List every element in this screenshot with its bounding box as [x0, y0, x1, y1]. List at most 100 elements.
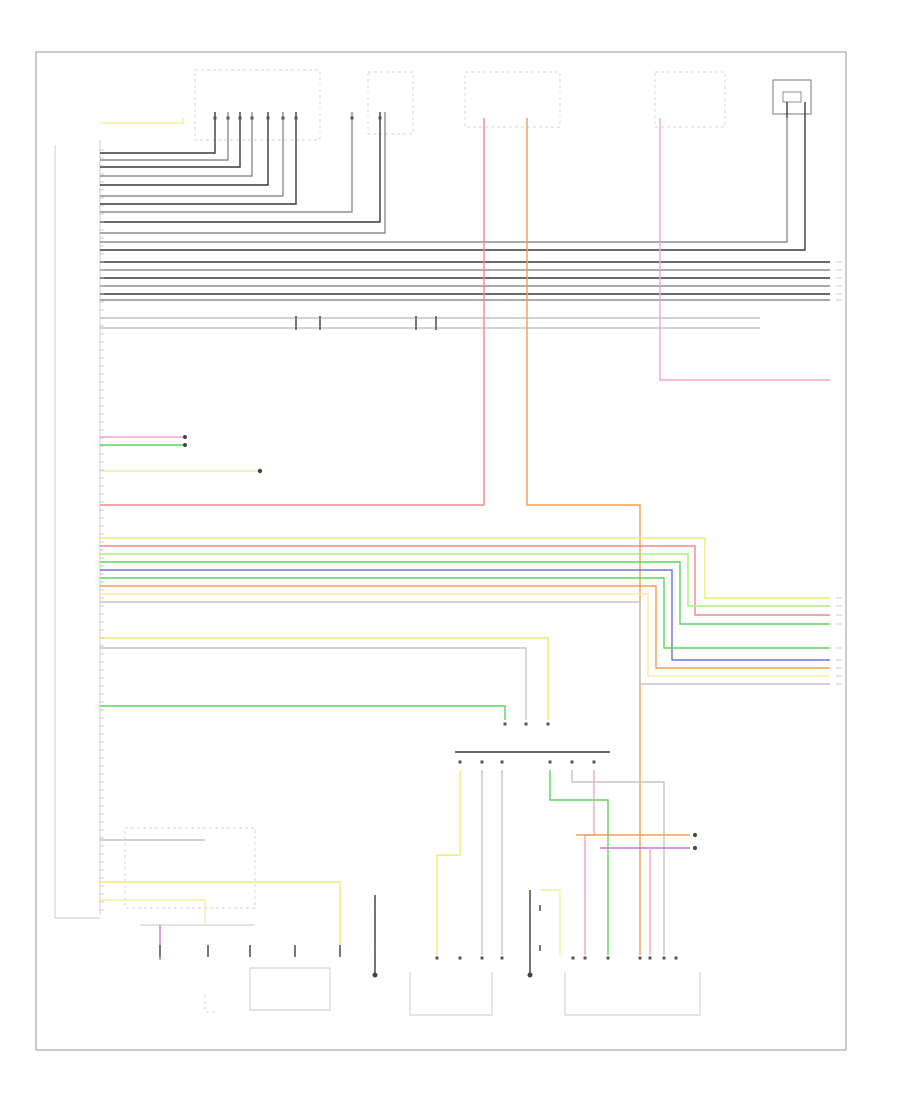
- speaker-connector: [374, 945, 376, 951]
- left-harness-line: [54, 145, 100, 919]
- power-wire-pink: [659, 118, 830, 381]
- connector-pin: [503, 722, 507, 726]
- harness-wire-top: [100, 112, 269, 186]
- ground-link: [204, 995, 215, 1013]
- signal-wire: [100, 705, 506, 720]
- amplifier-pin: [500, 956, 504, 960]
- signal-wire-bundle: [100, 561, 830, 625]
- harness-wire-top: [100, 118, 806, 251]
- splice-marker: [319, 316, 321, 330]
- connector-pin: [480, 760, 484, 764]
- top-connector-pin: [294, 116, 298, 120]
- connector-pin: [458, 760, 462, 764]
- harness-wire-top: [100, 112, 381, 223]
- radio-connector-pin: [207, 945, 209, 957]
- harness-wire-top: [100, 112, 284, 197]
- connector-pin: [546, 722, 550, 726]
- amplifier-pin: [662, 956, 666, 960]
- speaker-dot: [527, 972, 533, 978]
- speaker-connector: [374, 905, 376, 911]
- connector-pin: [500, 760, 504, 764]
- splice-dot: [183, 443, 187, 447]
- amplifier-pin: [638, 956, 642, 960]
- radio-connector-pin: [159, 945, 161, 957]
- top-connector-pin: [350, 116, 354, 120]
- splice-dot: [257, 468, 263, 474]
- labels: [100, 149, 842, 911]
- top-components: [194, 69, 812, 141]
- signal-wire: [571, 770, 665, 955]
- amplifier-connector-outline: [409, 972, 493, 1016]
- speaker-connector: [539, 905, 541, 911]
- splice-marker: [295, 316, 297, 330]
- connectors: [159, 116, 697, 978]
- diagram-frame: [35, 51, 847, 1051]
- speaker-connector: [529, 945, 531, 951]
- fuse-box-outline: [464, 71, 561, 128]
- signal-wire-bundle: [100, 537, 830, 599]
- harness-wire-top: [100, 112, 229, 161]
- harness-wire-top: [100, 118, 184, 124]
- connector-pin: [592, 760, 596, 764]
- amplifier-pin: [674, 956, 678, 960]
- speaker-dot: [372, 972, 378, 978]
- speaker-wire: [540, 889, 561, 955]
- signal-wire-bundle: [100, 585, 830, 669]
- power-wire-orange: [526, 118, 641, 955]
- fuse-box-outline: [654, 71, 726, 128]
- top-connector-pin: [213, 116, 217, 120]
- harness-wire-top: [100, 118, 788, 243]
- amplifier-pin: [571, 956, 575, 960]
- relay-box: [772, 79, 812, 115]
- speaker-connector: [539, 945, 541, 951]
- signal-wire: [584, 770, 595, 955]
- splice-marker: [415, 316, 417, 330]
- signal-wire-bundle: [100, 577, 830, 649]
- amplifier-pin: [583, 956, 587, 960]
- wires: [100, 102, 830, 975]
- harness-wire-top: [100, 112, 253, 177]
- relay-symbol: [782, 91, 802, 103]
- signal-wire-bundle: [100, 601, 830, 685]
- harness-wire-top: [100, 112, 297, 205]
- speaker-connector: [529, 905, 531, 911]
- connector-pin: [524, 722, 528, 726]
- signal-wire-bundle: [100, 569, 830, 661]
- signal-wire-bundle: [100, 545, 830, 616]
- splice-marker: [435, 316, 437, 330]
- signal-wire-bundle: [100, 593, 830, 677]
- splice-dot: [693, 846, 697, 850]
- splice-dot: [693, 833, 697, 837]
- radio-connector-outline: [249, 967, 331, 1011]
- signal-wire: [436, 770, 461, 955]
- harness-wire-top: [100, 112, 353, 213]
- component-box: [124, 827, 256, 909]
- amplifier-pin: [435, 956, 439, 960]
- harness-wire-top: [100, 112, 216, 154]
- radio-connector-pin: [339, 945, 341, 957]
- radio-connector-pin: [249, 945, 251, 957]
- amplifier-pin: [648, 956, 652, 960]
- signal-wire: [100, 881, 341, 955]
- harness-wire-top: [100, 112, 386, 234]
- radio-connector-pin: [294, 945, 296, 957]
- amplifier-connector-outline: [564, 972, 701, 1016]
- top-connector-pin: [281, 116, 285, 120]
- signal-wire: [100, 899, 206, 925]
- signal-wire: [100, 647, 527, 720]
- top-connector-pin: [226, 116, 230, 120]
- signal-wire: [549, 770, 609, 955]
- amplifier-pin: [458, 956, 462, 960]
- amplifier-pin: [606, 956, 610, 960]
- signal-wire: [100, 637, 549, 720]
- signal-wire-bundle: [100, 553, 830, 607]
- component-box: [194, 69, 321, 141]
- splice-dot: [183, 435, 187, 439]
- connector-pin: [548, 760, 552, 764]
- power-wire-red: [100, 118, 485, 506]
- top-connector-pin: [378, 116, 382, 120]
- top-connector-pin: [250, 116, 254, 120]
- harness-wire-top: [100, 112, 241, 168]
